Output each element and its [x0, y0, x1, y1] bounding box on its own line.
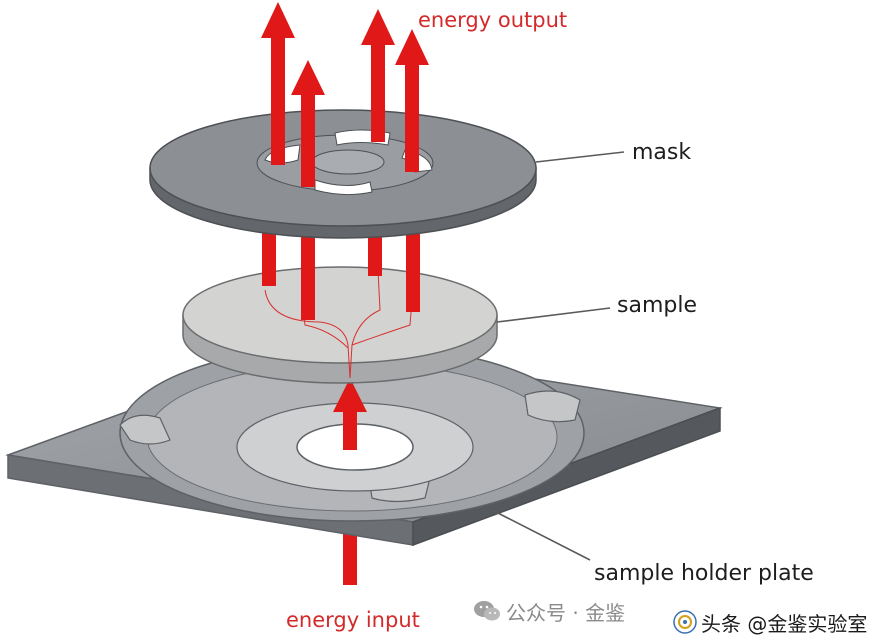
output-arrow-1 [261, 2, 295, 165]
energy-output-arrows [261, 2, 429, 187]
output-arrow-4 [395, 29, 429, 172]
watermark-text: 公众号 · 金鉴 [506, 600, 626, 625]
energy-input-arrow-head [333, 378, 367, 450]
output-arrow-2 [291, 60, 325, 187]
wechat-watermark: 公众号 · 金鉴 [472, 597, 625, 625]
output-arrow-3 [361, 9, 395, 142]
wechat-icon [474, 601, 500, 621]
lab-logo-icon [673, 610, 697, 634]
brand-text: 头条 @金鉴实验室 [701, 611, 868, 636]
toutiao-brand-watermark: 头条 @金鉴实验室 [670, 608, 871, 636]
mask-label: mask [632, 140, 692, 165]
sample-holder-plate-label: sample holder plate [594, 561, 814, 586]
leader-lines [491, 151, 625, 561]
sample-label: sample [617, 293, 697, 318]
mask-disc [149, 109, 537, 239]
sample-disc [182, 266, 498, 384]
energy-input-label: energy input [286, 608, 420, 632]
energy-output-label: energy output [418, 8, 568, 32]
arrows-mid-section [262, 228, 420, 320]
